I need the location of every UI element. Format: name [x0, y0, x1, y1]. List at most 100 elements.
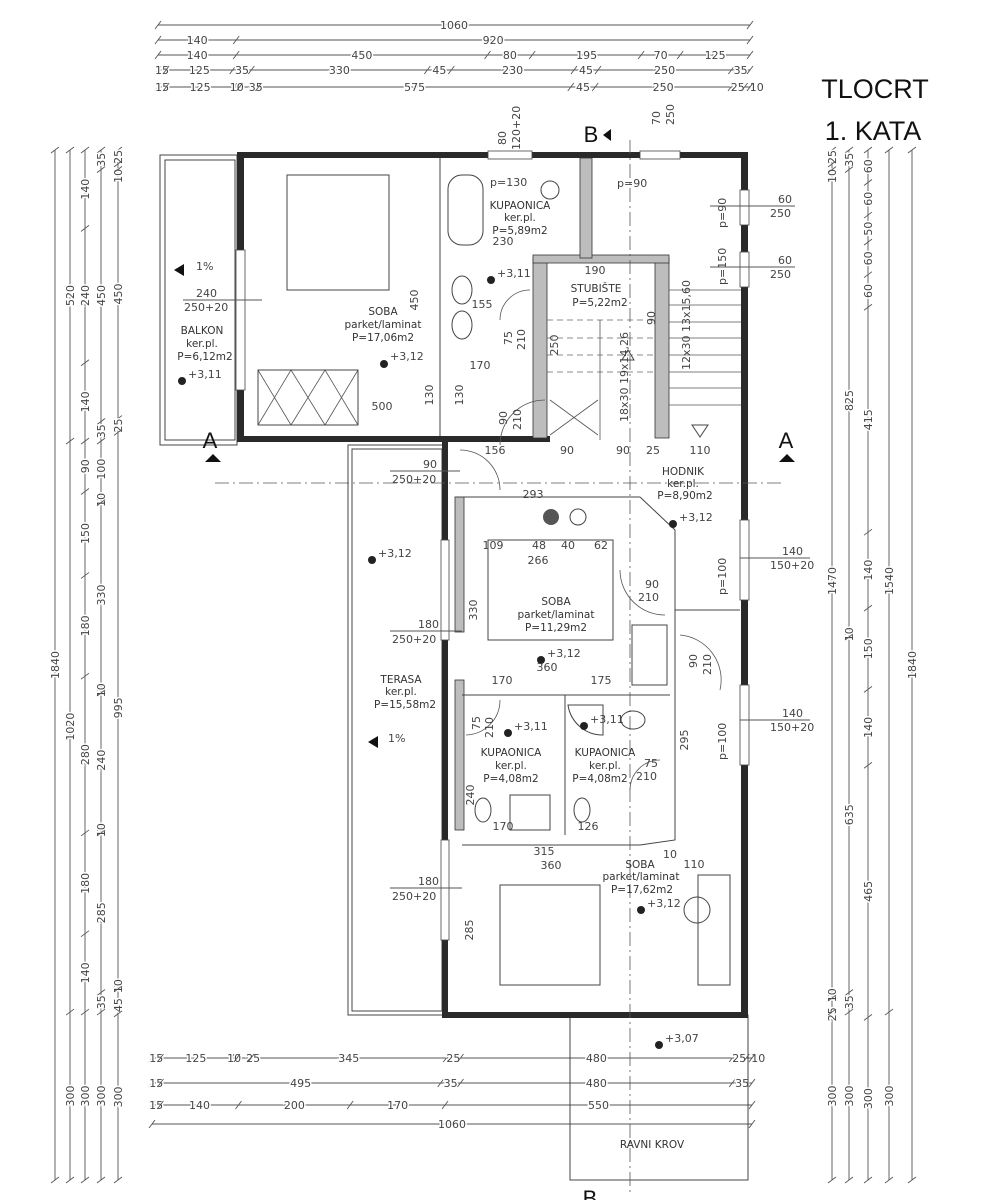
dimension-tick [50, 1176, 60, 1184]
interior-dim: 330 [467, 600, 480, 621]
dimension-label: 1840 [49, 651, 62, 679]
interior-dim: 90 [560, 444, 574, 457]
level-marker: +3,12 [637, 897, 681, 914]
dimension-tick [96, 499, 106, 507]
interior-dim: 130 [423, 385, 436, 406]
interior-dim: 156 [485, 444, 506, 457]
section-arrow-icon [779, 454, 795, 462]
opening-width: 60 [778, 193, 792, 206]
opening-height: 210 [511, 409, 524, 430]
partition [462, 496, 676, 846]
dimension-tick [863, 303, 873, 311]
room-floor: ker.pl. [385, 686, 417, 698]
wall [442, 1012, 748, 1018]
dimension-label: 10 [227, 1052, 241, 1065]
dimension-label: 140 [79, 962, 92, 983]
room-stubiste: STUBIŠTE P=5,22m2 [571, 282, 628, 309]
room-ravni-krov: RAVNI KROV [620, 1139, 685, 1151]
interior-dim: 285 [463, 920, 476, 941]
dimension-tick [235, 1100, 242, 1110]
dimension-label: 35 [843, 153, 856, 167]
level-icon [637, 906, 645, 914]
dimension-label: 60 [862, 284, 875, 298]
dimension-label: 25 [112, 150, 125, 164]
dimension-tick [96, 1176, 106, 1184]
dim-col-left-1: 1840 [48, 146, 64, 1184]
level-marker: +3,11 [580, 713, 624, 730]
window [739, 684, 750, 766]
interior-dim: 295 [678, 730, 691, 751]
dimension-label: 100 [95, 459, 108, 480]
dimension-label: 330 [329, 64, 350, 77]
dimension-label: 10 [826, 169, 839, 183]
stair-spec: 18x30 19x14,26 [618, 332, 631, 422]
dimension-label: 180 [79, 873, 92, 894]
dimension-tick [80, 359, 90, 367]
level-value: +3,12 [547, 647, 581, 660]
dimension-label: 140 [862, 717, 875, 738]
dimension-tick [863, 179, 873, 186]
dimension-label: 280 [79, 744, 92, 765]
level-icon [655, 1041, 663, 1049]
dimension-tick [594, 65, 602, 75]
interior-dim: 10 [663, 848, 677, 861]
section-marker-b-top: B [584, 122, 599, 147]
room-name: KUPAONICA [575, 747, 636, 759]
dimension-label: 1020 [64, 713, 77, 741]
slope-arrow-icon [368, 736, 378, 748]
dimension-tick [528, 50, 536, 60]
room-soba-2: SOBA parket/laminat P=11,29m2 [518, 596, 595, 634]
level-value: +3,12 [378, 547, 412, 560]
washbasin [620, 710, 646, 730]
dimension-label: 450 [95, 285, 108, 306]
room-area: P=11,29m2 [525, 622, 587, 634]
dimension-tick [65, 437, 75, 445]
dimension-tick [827, 994, 837, 1002]
dimension-tick [65, 146, 75, 154]
interior-dim: 90 [645, 311, 658, 325]
opening-height: 120+20 [510, 106, 523, 150]
dimension-tick [748, 1053, 756, 1063]
dimension-label: 495 [290, 1077, 311, 1090]
dimension-label: 45 [112, 998, 125, 1012]
opening-labels: 240 250+20 90 250+20 180 250+20 180 250+… [183, 104, 814, 903]
dimension-label: 15 [149, 1077, 163, 1090]
sill-height: p=100 [716, 558, 729, 595]
room-floor: parket/laminat [603, 871, 680, 883]
dimension-label: 415 [862, 409, 875, 430]
dimension-tick [80, 225, 90, 232]
dimension-tick [746, 35, 754, 45]
interior-dim: 450 [408, 290, 421, 311]
dimension-tick [748, 1078, 756, 1088]
dimension-label: 15 [155, 81, 169, 94]
dimension-tick [441, 1100, 449, 1110]
dimension-tick [457, 1053, 464, 1063]
dimension-tick [447, 65, 455, 75]
level-markers: +3,11 +3,12 +3,11 +3,12 +3,12 +3,12 +3,1… [178, 267, 713, 1049]
opening-width: 90 [423, 458, 437, 471]
dimension-label: 25 [112, 418, 125, 432]
dimension-tick [157, 1053, 164, 1063]
dimension-tick [567, 82, 575, 92]
room-soba-1: SOBA parket/laminat P=17,06m2 [345, 306, 422, 344]
dimension-label: 300 [843, 1086, 856, 1107]
dimension-label: 35 [95, 995, 108, 1009]
level-icon [178, 377, 186, 385]
opening-height: 250+20 [184, 301, 228, 314]
interior-dim: 126 [578, 820, 599, 833]
room-name: BALKON [181, 325, 224, 337]
dimension-label: 60 [862, 251, 875, 265]
dimension-label: 330 [95, 585, 108, 606]
dimension-label: 200 [284, 1099, 305, 1112]
room-area: P=8,90m2 [657, 490, 712, 502]
dimension-label: 35 [95, 424, 108, 438]
dimension-tick [96, 166, 106, 173]
dimension-label: 520 [64, 285, 77, 306]
dimension-label: 90 [79, 459, 92, 473]
dimension-tick [113, 160, 123, 168]
level-marker: +3,07 [655, 1032, 699, 1049]
drawing-title-line2: 1. KATA [825, 116, 922, 146]
